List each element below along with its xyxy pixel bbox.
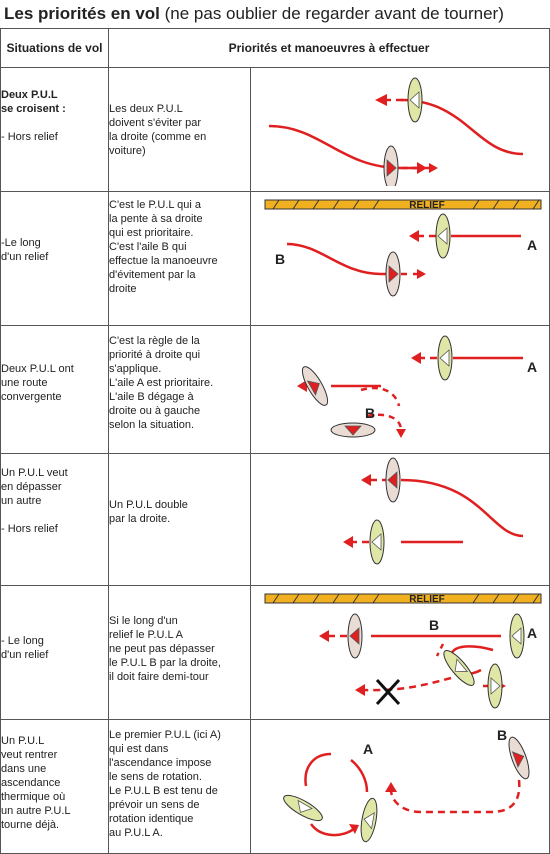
situation-cell: Deux P.U.L ont une route convergente bbox=[0, 325, 109, 454]
wing-icon bbox=[347, 613, 363, 659]
wing-icon bbox=[437, 335, 453, 381]
row-cross-relief: -Le long d'un relief C'est le P.U.L qui … bbox=[0, 191, 550, 326]
wing-icon bbox=[360, 797, 378, 843]
diagram-cross-open bbox=[250, 67, 550, 192]
arrow-head bbox=[417, 162, 427, 174]
wing-icon bbox=[508, 736, 530, 780]
situation-cell: Un P.U.L veut rentrer dans une ascendanc… bbox=[0, 719, 109, 854]
situation-cell: -Le long d'un relief bbox=[0, 191, 109, 326]
label-b: B bbox=[497, 727, 507, 743]
wing-icon bbox=[369, 519, 385, 565]
row-overtake-open: Un P.U.L veut en dépasser un autre - Hor… bbox=[0, 453, 550, 586]
description-cell: C'est la règle de la priorité à droite q… bbox=[108, 325, 251, 454]
header-situations: Situations de vol bbox=[0, 28, 109, 68]
relief-label: RELIEF bbox=[409, 200, 445, 211]
description-cell: Un P.U.L double par la droite. bbox=[108, 453, 251, 586]
diagram-overtake-open bbox=[250, 453, 550, 586]
diagram-thermal: A B bbox=[250, 719, 550, 854]
relief-band bbox=[264, 593, 542, 604]
description-cell: Les deux P.U.L doivent s'éviter par la d… bbox=[108, 67, 251, 192]
wing-icon bbox=[383, 145, 399, 191]
wing-icon bbox=[443, 650, 475, 686]
situation-cell: Deux P.U.L se croisent : - Hors relief bbox=[0, 67, 109, 192]
diagram-overtake-relief: RELIEF A B bbox=[250, 585, 550, 720]
wing-icon bbox=[435, 213, 451, 259]
label-b: B bbox=[429, 617, 439, 633]
wing-icon bbox=[301, 366, 329, 406]
label-a: A bbox=[527, 625, 537, 641]
diagram-cross-relief: RELIEF A B bbox=[250, 191, 550, 326]
row-cross-open: Deux P.U.L se croisent : - Hors relief L… bbox=[0, 67, 550, 192]
label-a: A bbox=[527, 359, 537, 375]
wing-icon bbox=[385, 457, 401, 503]
page-title: Les priorités en vol (ne pas oublier de … bbox=[4, 4, 504, 23]
wing-icon bbox=[385, 251, 401, 297]
description-cell: Si le long d'un relief le P.U.L A ne peu… bbox=[108, 585, 251, 720]
wing-icon bbox=[330, 422, 376, 438]
relief-band bbox=[264, 199, 542, 210]
row-overtake-relief: - Le long d'un relief Si le long d'un re… bbox=[0, 585, 550, 720]
wing-icon bbox=[283, 794, 323, 822]
close-icon bbox=[375, 678, 401, 706]
situation-cell: - Le long d'un relief bbox=[0, 585, 109, 720]
row-converging: Deux P.U.L ont une route convergente C'e… bbox=[0, 325, 550, 454]
diagram-svg bbox=[268, 77, 524, 191]
diagram-converging: A B bbox=[250, 325, 550, 454]
description-cell: Le premier P.U.L (ici A) qui est dans l'… bbox=[108, 719, 251, 854]
priorities-table: Situations de vol Priorités et manoeuvre… bbox=[0, 28, 550, 854]
label-a: A bbox=[363, 741, 373, 757]
label-a: A bbox=[527, 237, 537, 253]
wing-icon bbox=[407, 77, 423, 123]
label-b: B bbox=[275, 251, 285, 267]
description-cell: C'est le P.U.L qui a la pente à sa droit… bbox=[108, 191, 251, 326]
wing-icon bbox=[509, 613, 525, 659]
situation-cell: Un P.U.L veut en dépasser un autre - Hor… bbox=[0, 453, 109, 586]
relief-label: RELIEF bbox=[409, 594, 445, 605]
header-priorities: Priorités et manoeuvres à effectuer bbox=[108, 28, 550, 68]
label-b: B bbox=[365, 405, 375, 421]
row-thermal: Un P.U.L veut rentrer dans une ascendanc… bbox=[0, 719, 550, 854]
wing-icon bbox=[487, 663, 503, 709]
